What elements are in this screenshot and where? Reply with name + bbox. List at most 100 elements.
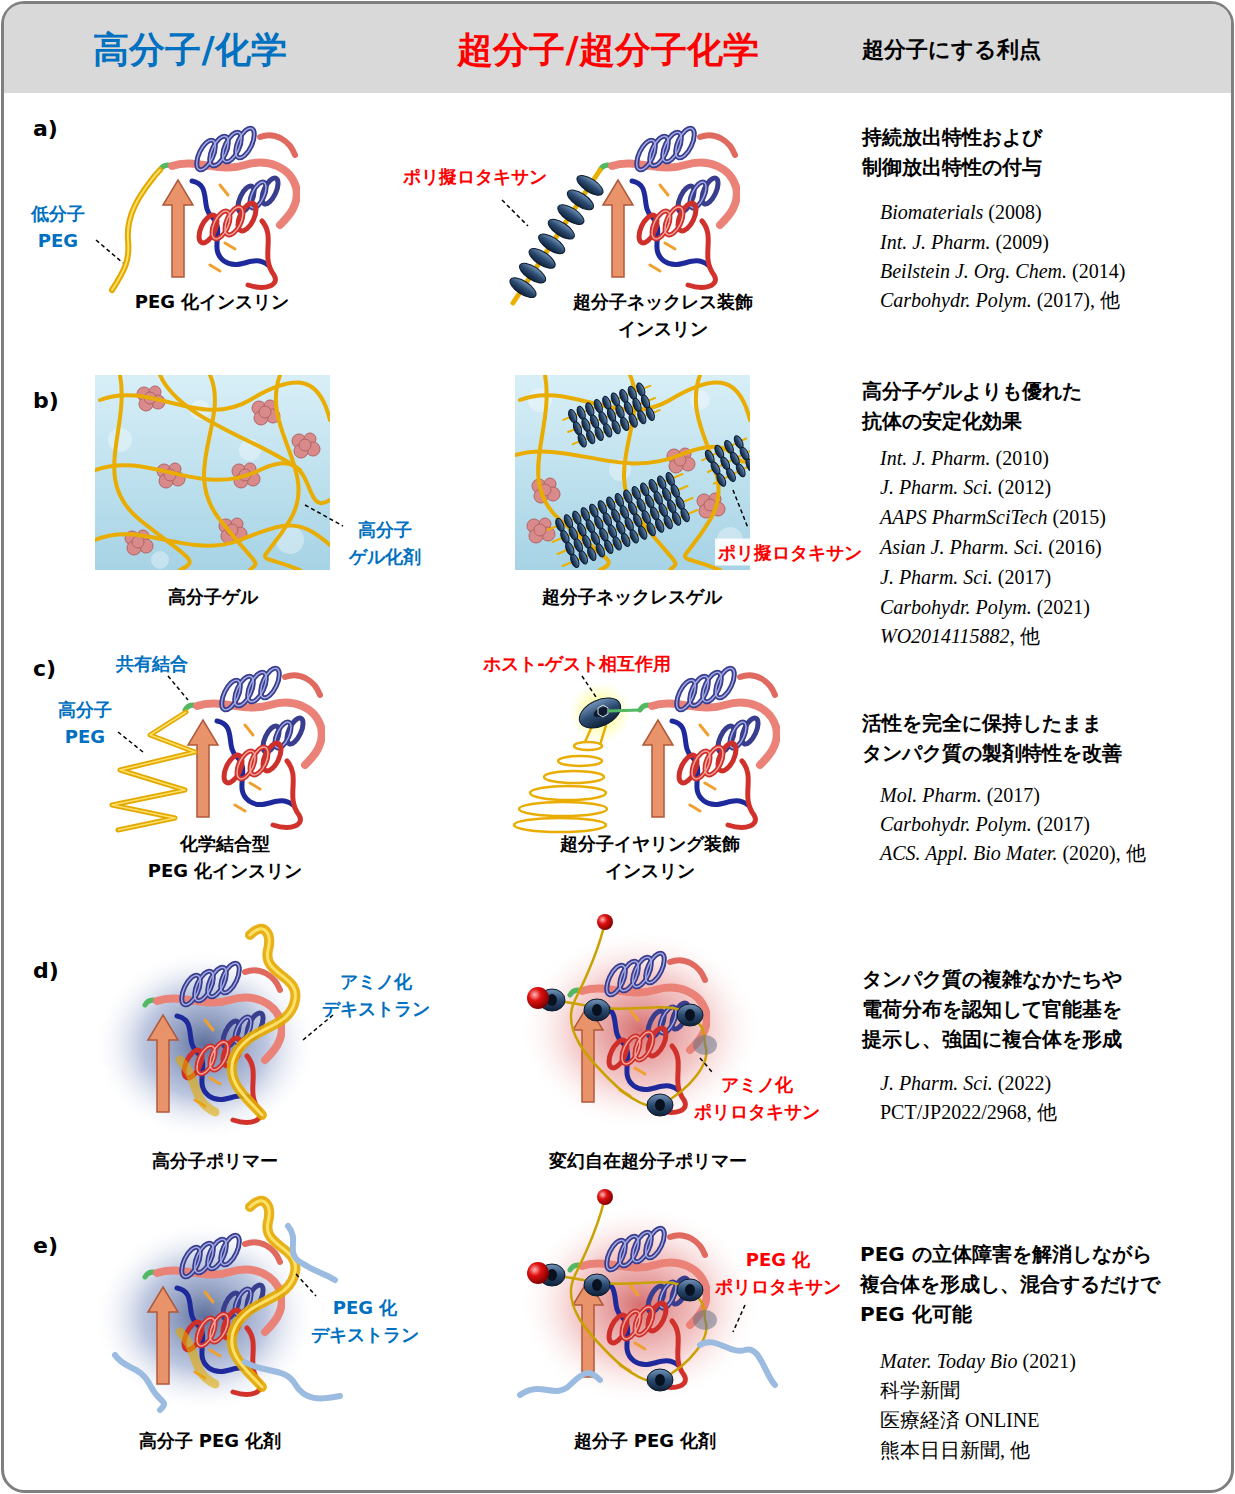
polyrotaxane-complex <box>518 914 762 1132</box>
reference: Carbohydr. Polym. (2017) <box>880 809 1090 839</box>
earring-insulin <box>600 725 606 745</box>
leader-line <box>96 200 528 263</box>
leader-line <box>168 676 188 700</box>
earring-insulin <box>640 666 777 828</box>
earring-insulin <box>530 786 606 800</box>
leader-line <box>305 505 343 526</box>
journal-name: J. Pharm. Sci. <box>880 476 993 498</box>
row-letter: e) <box>33 1229 58 1262</box>
leader-line <box>118 676 596 752</box>
component-label: 高分子 ゲル化剤 <box>349 516 421 570</box>
column-heading: 超分子/超分子化学 <box>457 28 758 71</box>
peg-insulin <box>112 126 297 290</box>
reference: Int. J. Pharm. (2009) <box>880 227 1049 257</box>
leader-line <box>733 1305 745 1332</box>
figure-caption: 高分子 PEG 化剤 <box>139 1427 282 1454</box>
figure-caption: 変幻自在超分子ポリマー <box>549 1147 747 1174</box>
column-heading: 高分子/化学 <box>93 28 286 71</box>
journal-name: Asian J. Pharm. Sci. <box>880 536 1043 558</box>
polymer-gel <box>151 551 169 569</box>
reference: WO2014115882, 他 <box>880 621 1040 651</box>
earring-insulin <box>608 710 640 711</box>
earring-insulin <box>544 771 604 783</box>
journal-name: Carbohydr. Polym. <box>880 289 1032 311</box>
rotaxane-ring <box>744 458 750 474</box>
dextran-complex <box>93 929 317 1141</box>
reference: J. Pharm. Sci. (2012) <box>880 472 1051 502</box>
advantage-heading: 持続放出特性および 制御放出特性の付与 <box>862 122 1042 182</box>
journal-name: Mater. Today Bio <box>880 1350 1018 1372</box>
reference: Mater. Today Bio (2021) <box>880 1346 1076 1376</box>
component-label: 共有結合 <box>116 650 188 677</box>
leader-line <box>700 1058 712 1072</box>
leader-line <box>582 676 596 697</box>
figure-caption: PEG 化インスリン <box>135 288 290 315</box>
advantage-heading: 高分子ゲルよりも優れた 抗体の安定化効果 <box>862 376 1082 436</box>
figure-caption: 超分子イヤリング装飾 インスリン <box>560 830 740 884</box>
rotaxane-ring <box>679 507 691 523</box>
reference: Int. J. Pharm. (2010) <box>880 443 1049 473</box>
rotaxane-ring <box>644 406 656 422</box>
necklace-gel <box>624 375 676 570</box>
figure-caption: 超分子ネックレス装飾 インスリン <box>573 288 753 342</box>
peg-insulin <box>160 126 297 288</box>
polyrotaxane-complex <box>518 914 762 1132</box>
peg-insulin <box>112 170 160 290</box>
leader-line <box>96 240 123 263</box>
figure-caption: 超分子 PEG 化剤 <box>574 1427 717 1454</box>
advantage-heading: 活性を完全に保持したまま タンパク質の製剤特性を改善 <box>862 708 1122 768</box>
figure-caption: 高分子ゲル <box>168 583 258 610</box>
journal-name: Beilstein J. Org. Chem. <box>880 260 1067 282</box>
earring-insulin <box>574 742 602 750</box>
component-label: 低分子 PEG <box>31 200 85 254</box>
component-label: 高分子 PEG <box>58 696 112 750</box>
journal-name: Biomaterials <box>880 201 983 223</box>
covalent-peg-insulin <box>112 712 195 830</box>
advantage-heading: PEG の立体障害を解消しながら 複合体を形成し、混合するだけで PEG 化可能 <box>860 1239 1160 1329</box>
journal-name: Int. J. Pharm. <box>880 447 991 469</box>
journal-name: ACS. Appl. Bio Mater. <box>880 842 1057 864</box>
covalent-peg-insulin <box>112 712 195 830</box>
polymer-gel <box>95 526 330 546</box>
reference: Biomaterials (2008) <box>880 197 1042 227</box>
figure-caption: 超分子ネックレスゲル <box>542 583 722 610</box>
reference: 熊本日日新聞, 他 <box>880 1435 1030 1465</box>
necklace-insulin <box>600 126 737 288</box>
polymer-gel <box>265 375 300 570</box>
peg-polyrotaxane-complex <box>518 1189 775 1407</box>
polymer-gel <box>204 375 256 570</box>
component-label: PEG 化 デキストラン <box>311 1294 419 1348</box>
peg-dextran-complex <box>115 1226 340 1410</box>
necklace-gel <box>538 375 609 570</box>
component-label: アミノ化 ポリロタキサン <box>694 1071 820 1125</box>
earring-insulin <box>575 692 626 734</box>
necklace-gel <box>690 390 710 410</box>
earring-insulin <box>558 756 602 766</box>
component-label: ホスト-ゲスト相互作用 <box>483 650 670 677</box>
peg-insulin <box>112 170 160 290</box>
row-letter: c) <box>33 652 56 685</box>
reference: J. Pharm. Sci. (2022) <box>880 1068 1051 1098</box>
component-label: ポリ擬ロタキサン <box>403 163 547 190</box>
reference: 医療経済 ONLINE <box>880 1405 1039 1435</box>
leader-line <box>733 490 748 528</box>
necklace-gel <box>527 518 555 543</box>
peg-polyrotaxane-complex <box>700 1342 775 1385</box>
journal-name: J. Pharm. Sci. <box>880 1072 993 1094</box>
earring-insulin <box>514 818 606 832</box>
rotaxane-ring <box>734 462 747 478</box>
polymer-gel <box>160 375 300 470</box>
journal-name: Int. J. Pharm. <box>880 231 991 253</box>
reference: Mol. Pharm. (2017) <box>880 780 1040 810</box>
reference: Carbohydr. Polym. (2021) <box>880 592 1090 622</box>
journal-name: WO2014115882 <box>880 625 1010 647</box>
component-label: PEG 化 ポリロタキサン <box>715 1246 841 1300</box>
outer-frame <box>3 3 1233 1492</box>
necklace-insulin <box>507 126 737 303</box>
row-letter: a) <box>33 112 58 145</box>
leader-line <box>118 732 143 752</box>
polymer-gel <box>95 375 330 570</box>
covalent-peg-insulin <box>185 666 322 828</box>
dextran-complex <box>93 929 317 1141</box>
rotaxane-ring <box>715 472 728 488</box>
